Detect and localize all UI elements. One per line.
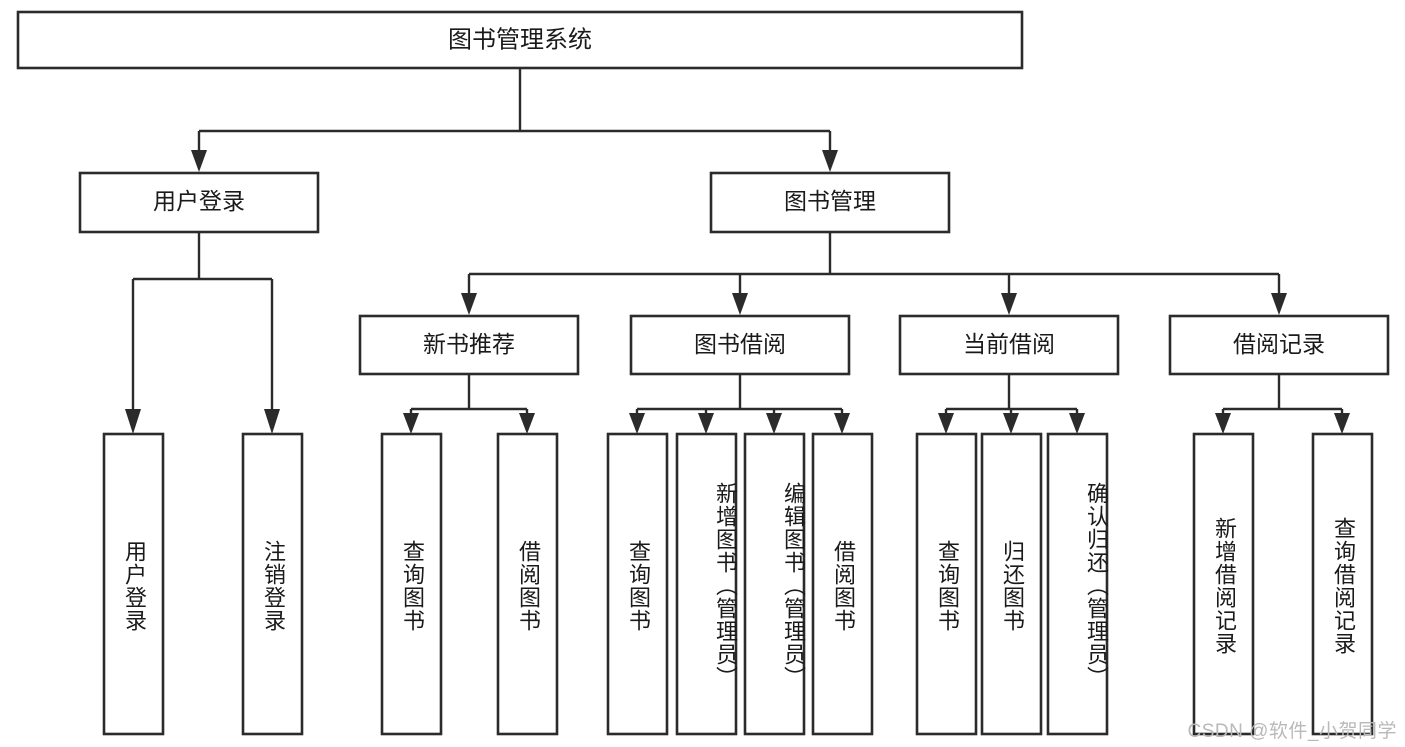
leaf-box-user-login[interactable]	[102, 432, 165, 736]
arrowhead-cb-leaf-1	[938, 413, 954, 434]
connector-group-root	[191, 68, 838, 172]
connector-group-new-book	[403, 374, 535, 434]
leaf-box-cb-confirm-return[interactable]	[1046, 432, 1109, 736]
arrowhead-book-manage	[822, 150, 838, 172]
connector-group-user-login	[125, 232, 280, 434]
arrowhead-bb-leaf-1	[629, 413, 645, 434]
arrowhead-br-leaf-1	[1215, 413, 1231, 434]
leaf-box-bb-borrow-book[interactable]	[811, 432, 874, 736]
leaf-box-nb-borrow-book[interactable]	[496, 432, 559, 736]
node-user-login[interactable]	[78, 171, 320, 234]
arrowhead-book-borrow	[732, 293, 748, 315]
leaf-box-nb-query-book[interactable]	[380, 432, 443, 736]
node-current-borrow[interactable]	[898, 314, 1120, 376]
node-user-login-label: 用户登录	[153, 188, 245, 214]
arrowhead-bb-leaf-3	[766, 413, 782, 434]
arrowhead-borrow-record	[1271, 293, 1287, 315]
leaf-box-bb-edit-book[interactable]	[743, 432, 806, 736]
arrowhead-current-borrow	[1001, 293, 1017, 315]
leaf-box-bb-add-book[interactable]	[675, 432, 738, 736]
arrowhead-bb-leaf-2	[698, 413, 714, 434]
node-book-borrow[interactable]	[629, 314, 851, 376]
node-root-label: 图书管理系统	[448, 26, 592, 53]
arrowhead-cb-leaf-2	[1003, 413, 1019, 434]
arrowhead-cb-leaf-3	[1069, 413, 1085, 434]
arrowhead-leaf-logout	[264, 409, 280, 434]
arrowhead-br-leaf-2	[1334, 413, 1350, 434]
arrowhead-leaf-user-login	[125, 409, 141, 434]
arrowhead-user-login	[191, 150, 207, 172]
leaf-box-cb-query-book[interactable]	[915, 432, 978, 736]
leaf-box-br-query-record[interactable]	[1311, 432, 1374, 736]
arrowhead-bb-leaf-4	[834, 413, 850, 434]
arrowhead-nb-leaf-1	[403, 413, 419, 434]
arrowhead-new-book	[461, 293, 477, 315]
connector-group-current-borrow	[938, 374, 1085, 434]
arrowhead-nb-leaf-2	[519, 413, 535, 434]
node-current-borrow-label: 当前借阅	[963, 331, 1055, 357]
connector-group-book-manage	[461, 232, 1287, 315]
connector-group-book-borrow	[629, 374, 850, 434]
node-borrow-record[interactable]	[1168, 314, 1390, 376]
node-root-book-management-system[interactable]	[16, 10, 1024, 70]
node-book-management[interactable]	[709, 171, 951, 234]
node-new-book-recommend[interactable]	[358, 314, 580, 376]
leaf-box-logout[interactable]	[241, 432, 304, 736]
watermark-text: CSDN @软件_小贺同学	[1187, 721, 1397, 742]
node-book-borrow-label: 图书借阅	[694, 331, 786, 357]
node-book-management-label: 图书管理	[784, 188, 876, 214]
leaf-box-cb-return-book[interactable]	[980, 432, 1043, 736]
connector-group-borrow-record	[1215, 374, 1350, 434]
node-borrow-record-label: 借阅记录	[1233, 331, 1325, 357]
node-new-book-recommend-label: 新书推荐	[423, 331, 515, 357]
leaf-box-bb-query-book[interactable]	[606, 432, 669, 736]
leaf-box-br-add-record[interactable]	[1192, 432, 1255, 736]
